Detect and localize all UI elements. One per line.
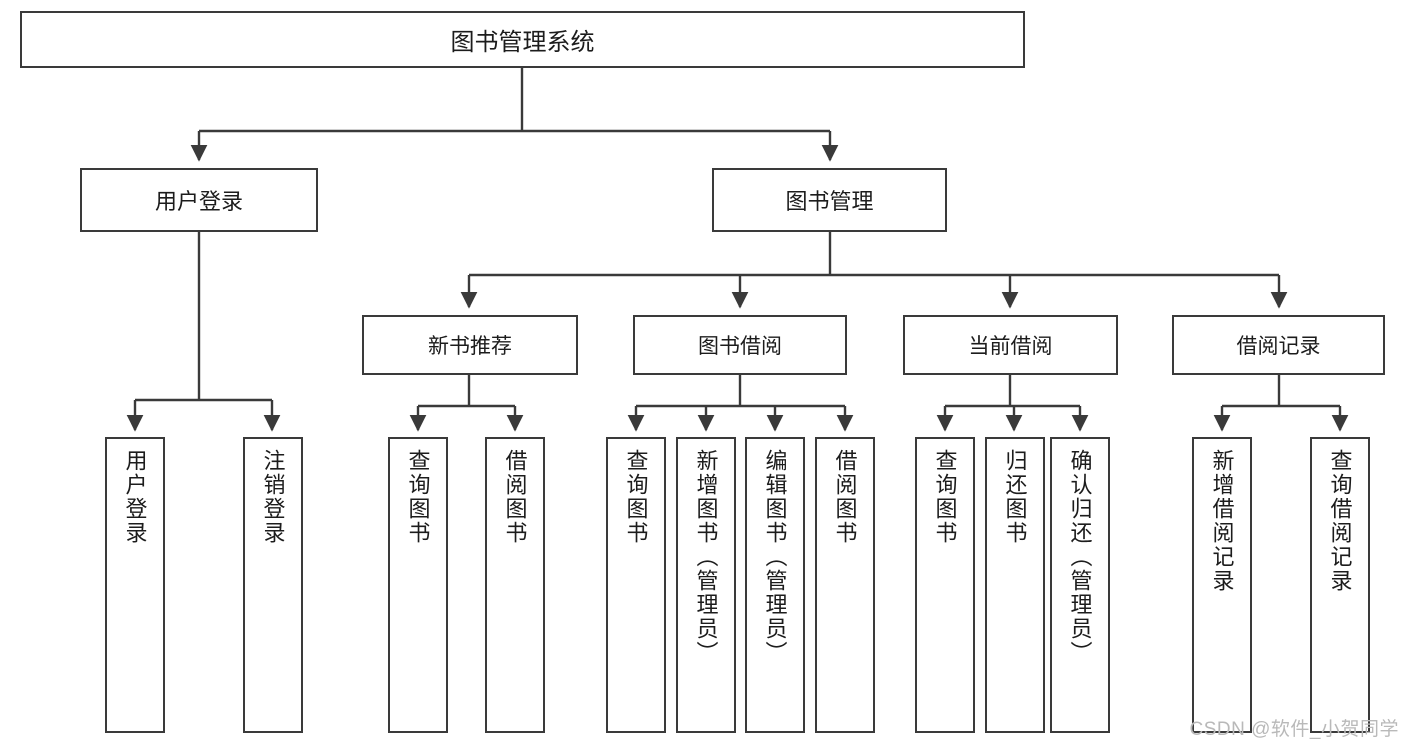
node-label: 用户登录 bbox=[154, 189, 243, 214]
node-label: 确认归还（管理员） bbox=[1067, 449, 1093, 665]
node-label: 图书管理系统 bbox=[450, 29, 595, 56]
node-label: 归还图书 bbox=[1002, 449, 1028, 545]
leaf-edit-book-admin[interactable]: 编辑图书（管理员） bbox=[745, 437, 805, 733]
leaf-query-book-current[interactable]: 查询图书 bbox=[915, 437, 975, 733]
node-label: 新增借阅记录 bbox=[1209, 449, 1235, 593]
leaf-query-book-newbook[interactable]: 查询图书 bbox=[388, 437, 448, 733]
node-label: 新增图书（管理员） bbox=[693, 449, 719, 665]
node-current-borrow[interactable]: 当前借阅 bbox=[903, 315, 1118, 375]
leaf-confirm-return-admin[interactable]: 确认归还（管理员） bbox=[1050, 437, 1110, 733]
node-label: 查询图书 bbox=[932, 449, 958, 545]
node-book-management-system[interactable]: 图书管理系统 bbox=[20, 11, 1025, 68]
leaf-borrow-book[interactable]: 借阅图书 bbox=[815, 437, 875, 733]
node-label: 查询图书 bbox=[623, 449, 649, 545]
node-label: 借阅记录 bbox=[1236, 335, 1321, 358]
node-label: 当前借阅 bbox=[968, 335, 1053, 358]
node-label: 查询图书 bbox=[405, 449, 431, 545]
node-label: 借阅图书 bbox=[832, 449, 858, 545]
node-label: 注销登录 bbox=[260, 449, 286, 545]
node-label: 查询借阅记录 bbox=[1327, 449, 1353, 593]
leaf-add-book-admin[interactable]: 新增图书（管理员） bbox=[676, 437, 736, 733]
csdn-watermark: CSDN @软件_小贺同学 bbox=[1189, 719, 1399, 740]
node-label: 借阅图书 bbox=[502, 449, 528, 545]
leaf-query-borrow-record[interactable]: 查询借阅记录 bbox=[1310, 437, 1370, 733]
leaf-logout[interactable]: 注销登录 bbox=[243, 437, 303, 733]
node-label: 编辑图书（管理员） bbox=[762, 449, 788, 665]
leaf-query-book-borrow[interactable]: 查询图书 bbox=[606, 437, 666, 733]
leaf-add-borrow-record[interactable]: 新增借阅记录 bbox=[1192, 437, 1252, 733]
node-label: 新书推荐 bbox=[428, 335, 512, 358]
node-book-management[interactable]: 图书管理 bbox=[712, 168, 947, 232]
leaf-return-book[interactable]: 归还图书 bbox=[985, 437, 1045, 733]
leaf-borrow-book-newbook[interactable]: 借阅图书 bbox=[485, 437, 545, 733]
node-new-book-recommend[interactable]: 新书推荐 bbox=[362, 315, 578, 375]
node-label: 图书管理 bbox=[785, 189, 874, 214]
node-borrow-record[interactable]: 借阅记录 bbox=[1172, 315, 1385, 375]
node-label: 图书借阅 bbox=[698, 335, 782, 358]
node-user-login[interactable]: 用户登录 bbox=[80, 168, 318, 232]
node-book-borrow[interactable]: 图书借阅 bbox=[633, 315, 847, 375]
leaf-user-login[interactable]: 用户登录 bbox=[105, 437, 165, 733]
node-label: 用户登录 bbox=[122, 449, 148, 545]
